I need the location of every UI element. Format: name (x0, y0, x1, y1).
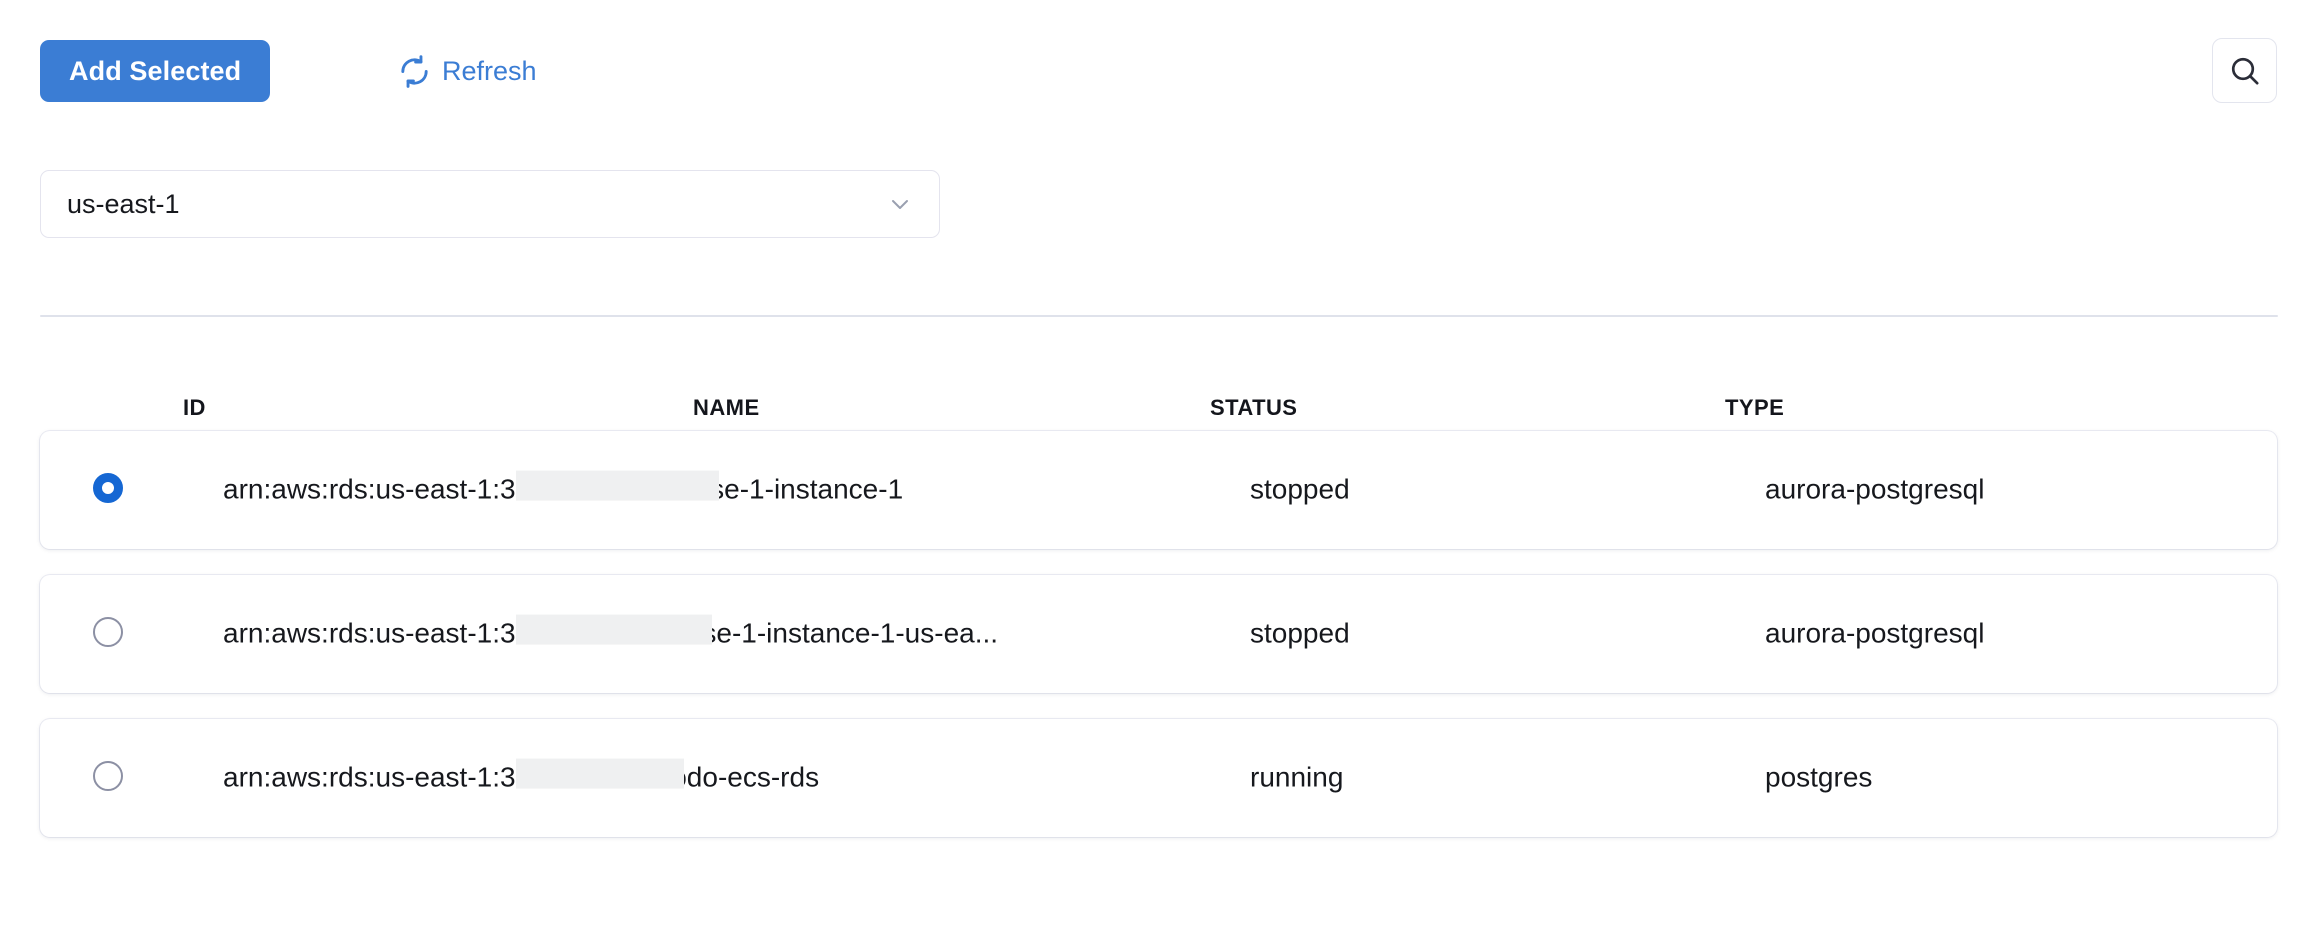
row-radio-button[interactable] (93, 617, 127, 651)
column-header-name: NAME (693, 395, 760, 420)
table-header-row: ID NAME STATUS TYPE (0, 346, 2298, 431)
cell-id: arn:aws:rds:us-east-1:33. 3.1a.. a.a.bas… (223, 614, 999, 650)
refresh-label: Refresh (442, 55, 537, 86)
cell-status: stopped (1250, 473, 1350, 505)
toolbar: Add Selected Refresh (0, 0, 2298, 150)
radio-icon-unselected (93, 617, 123, 647)
column-header-id: ID (183, 395, 206, 420)
cell-type: aurora-postgresql (1765, 617, 1985, 649)
cell-id: arn:aws:rds:us-east-1:33. 3.1a...a.atodo… (223, 758, 820, 794)
cell-status: stopped (1250, 617, 1350, 649)
refresh-icon (398, 54, 431, 88)
table-row[interactable]: arn:aws:rds:us-east-1:33. 3.1a... a.a.ba… (40, 431, 2277, 549)
table-body: arn:aws:rds:us-east-1:33. 3.1a... a.a.ba… (0, 431, 2298, 837)
add-selected-button[interactable]: Add Selected (40, 40, 271, 102)
search-button[interactable] (2212, 38, 2277, 103)
cell-type: aurora-postgresql (1765, 473, 1985, 505)
region-select-wrapper: us-east-1 (40, 170, 940, 238)
search-icon (2228, 54, 2262, 88)
table-row[interactable]: arn:aws:rds:us-east-1:33. 3.1a.. a.a.bas… (40, 575, 2277, 693)
cell-id-text: arn:aws:rds:us-east-1:33. 3.1a.. a.a.bas… (223, 617, 999, 649)
resources-table: ID NAME STATUS TYPE arn:aws:rds:us-east-… (0, 346, 2298, 863)
region-select-value: us-east-1 (67, 188, 180, 219)
section-divider (40, 315, 2278, 317)
radio-icon-unselected (93, 761, 123, 791)
table-row[interactable]: arn:aws:rds:us-east-1:33. 3.1a...a.atodo… (40, 719, 2277, 837)
column-header-type: TYPE (1725, 395, 1785, 420)
cell-id-text: arn:aws:rds:us-east-1:33. 3.1a...a.atodo… (223, 761, 820, 793)
row-radio-button[interactable] (93, 761, 127, 795)
cell-status: running (1250, 761, 1344, 793)
cell-type: postgres (1765, 761, 1873, 793)
radio-icon-selected (93, 473, 123, 503)
row-radio-button[interactable] (93, 473, 127, 507)
region-select[interactable]: us-east-1 (40, 170, 940, 238)
cell-id-text: arn:aws:rds:us-east-1:33. 3.1a... a.a.ba… (223, 473, 904, 505)
column-header-status: STATUS (1210, 395, 1298, 420)
cell-id: arn:aws:rds:us-east-1:33. 3.1a... a.a.ba… (223, 470, 904, 506)
refresh-button[interactable]: Refresh (398, 40, 537, 102)
